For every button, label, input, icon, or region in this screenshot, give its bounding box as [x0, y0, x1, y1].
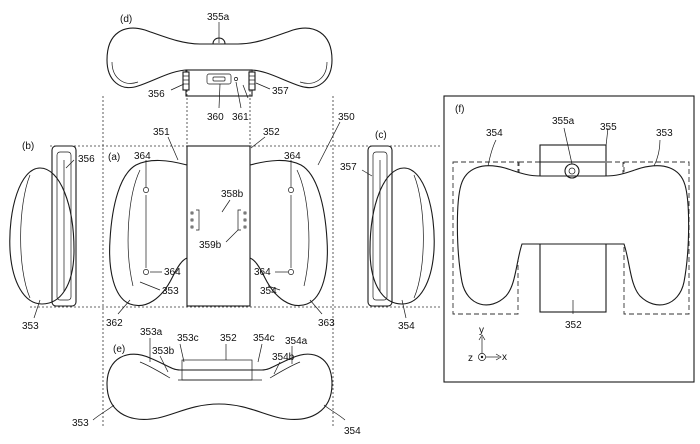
- label-view-a: (a): [108, 152, 120, 163]
- label-355-f: 355: [600, 122, 617, 133]
- label-350: 350: [338, 112, 355, 123]
- label-351: 351: [153, 127, 170, 138]
- label-359b: 359b: [199, 240, 222, 251]
- label-353-f: 353: [656, 128, 673, 139]
- label-view-d: (d): [120, 14, 132, 25]
- label-354c: 354c: [253, 333, 275, 344]
- view-d-top: [106, 27, 333, 97]
- view-b-left: [9, 145, 77, 307]
- label-352-top: 352: [263, 127, 280, 138]
- label-364-a: 364: [134, 151, 151, 162]
- view-e-bottom: [106, 353, 333, 420]
- label-356-top: 356: [148, 89, 165, 100]
- label-363: 363: [318, 318, 335, 329]
- label-364-b: 364: [284, 151, 301, 162]
- axis-x-label: x: [502, 352, 507, 363]
- label-354b: 354b: [272, 352, 295, 363]
- label-view-e: (e): [113, 344, 125, 355]
- label-353c: 353c: [177, 333, 199, 344]
- label-354-c: 354: [344, 426, 361, 437]
- label-354a: 354a: [285, 336, 308, 347]
- label-352-bottom: 352: [220, 333, 237, 344]
- axis-y-label: y: [479, 325, 484, 336]
- label-362: 362: [106, 318, 123, 329]
- label-354-a: 354: [260, 286, 277, 297]
- label-353a: 353a: [140, 327, 163, 338]
- label-361: 361: [232, 112, 249, 123]
- reference-numerals: 355a 356 357 360 361 350 351 352 356 357…: [22, 12, 673, 437]
- view-labels: (d) (b) (a) (c) (e) (f): [22, 14, 464, 355]
- label-353-b: 353: [22, 321, 39, 332]
- label-355a-f: 355a: [552, 116, 575, 127]
- label-357-side: 357: [340, 162, 357, 173]
- label-view-c: (c): [375, 130, 387, 141]
- axis-z-label: z: [468, 353, 473, 364]
- label-352-f: 352: [565, 320, 582, 331]
- label-354-f: 354: [486, 128, 503, 139]
- label-353b: 353b: [152, 346, 175, 357]
- view-c-right: [367, 145, 435, 307]
- view-f-panel: [443, 95, 695, 383]
- label-354-b: 354: [398, 321, 415, 332]
- label-356-side: 356: [78, 154, 95, 165]
- label-358b: 358b: [221, 189, 244, 200]
- axis-labels: y x z: [468, 325, 507, 364]
- label-357-top: 357: [272, 86, 289, 97]
- label-364-c: 364: [164, 267, 181, 278]
- label-353-a: 353: [162, 286, 179, 297]
- label-view-b: (b): [22, 141, 34, 152]
- label-364-d: 364: [254, 267, 271, 278]
- leader-lines: [33, 22, 661, 421]
- label-353-c: 353: [72, 418, 89, 429]
- label-355a-top: 355a: [207, 12, 230, 23]
- label-view-f: (f): [455, 104, 464, 115]
- view-a-front: [109, 145, 328, 307]
- label-360: 360: [207, 112, 224, 123]
